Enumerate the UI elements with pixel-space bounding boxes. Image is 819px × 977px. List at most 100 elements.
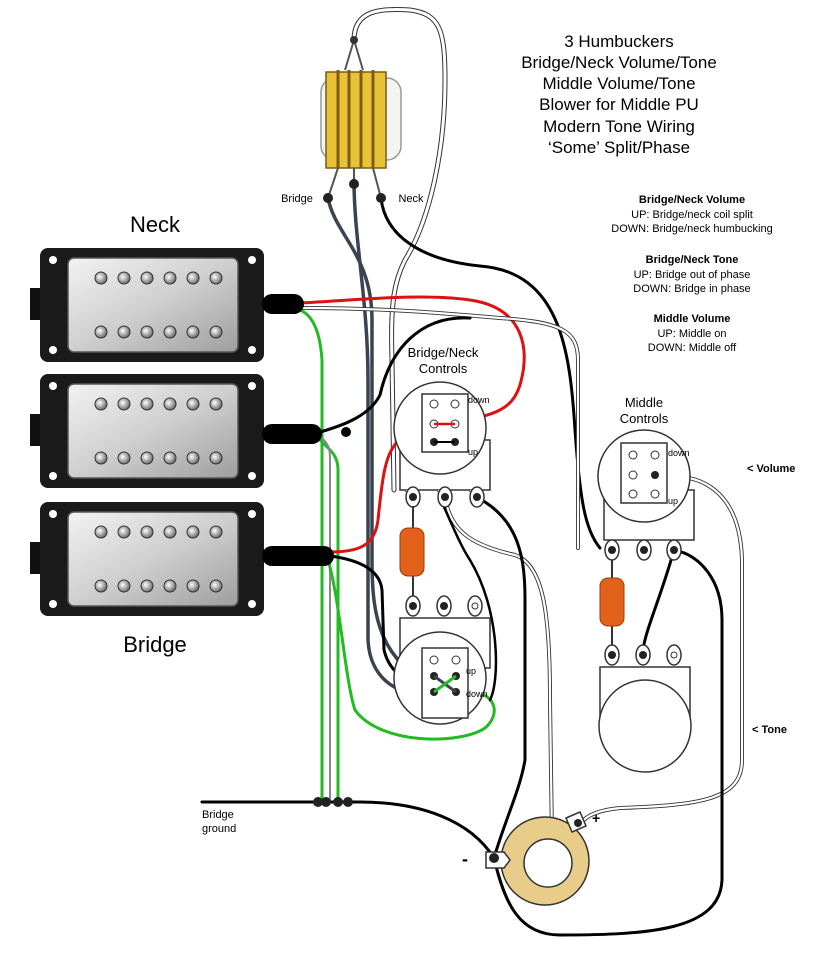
output-jack bbox=[485, 811, 590, 906]
bn-pot-black-down bbox=[438, 496, 498, 702]
pole-piece bbox=[209, 325, 223, 339]
pickup-screw bbox=[248, 346, 256, 354]
note-line-1a: UP: Bridge/neck coil split bbox=[631, 209, 753, 221]
pole-piece bbox=[140, 397, 154, 411]
pickup-cover bbox=[67, 257, 239, 353]
switch-neck-label: Neck bbox=[398, 193, 424, 205]
pole-piece bbox=[186, 271, 200, 285]
mid-vol-up-label: up bbox=[668, 496, 678, 506]
pole-piece bbox=[186, 579, 200, 593]
note-line-2b: DOWN: Bridge in phase bbox=[633, 283, 750, 295]
bluegray-wire-switch-bridge bbox=[326, 196, 440, 692]
pickup-screw bbox=[49, 256, 57, 264]
pickup-screw bbox=[49, 600, 57, 608]
mid-vol-switch-block bbox=[620, 442, 668, 504]
mid-vol-down-label: down bbox=[668, 448, 690, 458]
title-line-4: Blower for Middle PU bbox=[539, 95, 699, 114]
bridge-pickup-label: Bridge bbox=[123, 632, 187, 657]
pole-piece bbox=[163, 397, 177, 411]
note-line-3a: UP: Middle on bbox=[657, 328, 726, 340]
mid-vol-pot-terminals bbox=[604, 539, 682, 561]
pole-piece bbox=[140, 271, 154, 285]
notes-block: Bridge/Neck Volume UP: Bridge/neck coil … bbox=[611, 194, 772, 354]
pole-piece bbox=[94, 451, 108, 465]
title-line-2: Bridge/Neck Volume/Tone bbox=[521, 53, 717, 72]
pole-piece bbox=[117, 397, 131, 411]
neck-pickup-label: Neck bbox=[130, 212, 181, 237]
middle-tone-pot bbox=[598, 644, 692, 773]
pickup-screw bbox=[248, 382, 256, 390]
pickup-screw bbox=[49, 472, 57, 480]
middle-humbucker bbox=[30, 374, 264, 488]
pole-piece bbox=[163, 579, 177, 593]
middle-pickup-white-wire bbox=[319, 435, 331, 801]
switch-body bbox=[325, 71, 387, 169]
middle-controls-label-1: Middle bbox=[625, 395, 663, 410]
neck-cable-head bbox=[262, 294, 304, 314]
pole-piece bbox=[94, 325, 108, 339]
pole-piece bbox=[140, 451, 154, 465]
jack-sleeve-solder bbox=[489, 853, 499, 863]
mid-tone-pot-body bbox=[598, 679, 692, 773]
title-line-1: 3 Humbuckers bbox=[564, 32, 674, 51]
jack-minus-label: - bbox=[462, 849, 468, 869]
white-wire-switch-loop-inner bbox=[352, 7, 447, 492]
pickup-cover bbox=[67, 383, 239, 479]
middle-cable-solder bbox=[341, 427, 351, 437]
bn-vol-lug-1 bbox=[429, 399, 439, 409]
jack-plus-label: + bbox=[592, 810, 600, 826]
pole-piece bbox=[186, 451, 200, 465]
pickup-screw bbox=[49, 346, 57, 354]
bn-tone-down-label: down bbox=[466, 689, 488, 699]
pole-piece bbox=[186, 397, 200, 411]
black-wire-neck-output bbox=[379, 196, 602, 550]
pickup-cover bbox=[67, 511, 239, 607]
neck-humbucker bbox=[30, 248, 264, 362]
title-line-5: Modern Tone Wiring bbox=[543, 117, 695, 136]
pickup-screw bbox=[49, 510, 57, 518]
pole-piece bbox=[209, 525, 223, 539]
note-heading-1: Bridge/Neck Volume bbox=[639, 194, 745, 206]
mid-cap-body bbox=[599, 577, 625, 627]
bridge-neck-tone-pot: up down bbox=[393, 595, 491, 725]
pickup-screw bbox=[248, 472, 256, 480]
pole-piece bbox=[94, 525, 108, 539]
pole-piece bbox=[140, 525, 154, 539]
jack-tip-solder bbox=[574, 819, 582, 827]
pole-piece bbox=[94, 271, 108, 285]
bn-tone-capacitor bbox=[399, 506, 425, 604]
ground-solder-points bbox=[313, 797, 353, 807]
pole-piece bbox=[117, 451, 131, 465]
middle-pickup-green-wire bbox=[318, 438, 340, 802]
mid-vol-white-to-jack-inner bbox=[578, 475, 744, 827]
bridge-pickup-green-wire bbox=[326, 558, 496, 741]
tone-side-label: < Tone bbox=[752, 724, 787, 736]
middle-tone-capacitor bbox=[599, 560, 625, 654]
bn-tone-up-label: up bbox=[466, 666, 476, 676]
note-line-3b: DOWN: Middle off bbox=[648, 342, 737, 354]
pickup-screw bbox=[248, 510, 256, 518]
pole-piece bbox=[209, 451, 223, 465]
neck-pickup-green-wire bbox=[298, 308, 324, 802]
title-block: 3 Humbuckers Bridge/Neck Volume/Tone Mid… bbox=[521, 32, 717, 157]
pickups bbox=[30, 248, 264, 616]
pole-piece bbox=[186, 325, 200, 339]
mid-tone-pot-terminals bbox=[604, 644, 682, 666]
pole-piece bbox=[94, 397, 108, 411]
bridge-humbucker bbox=[30, 502, 264, 616]
middle-controls-label-2: Controls bbox=[620, 411, 669, 426]
pole-piece bbox=[117, 271, 131, 285]
ground-label-2: ground bbox=[202, 823, 236, 835]
pole-piece bbox=[186, 525, 200, 539]
middle-pickup-black-wire bbox=[318, 316, 472, 434]
title-line-3: Middle Volume/Tone bbox=[542, 74, 695, 93]
pole-piece bbox=[117, 325, 131, 339]
bridge-neck-controls-label-1: Bridge/Neck bbox=[408, 345, 479, 360]
neck-pickup-white-wire-inner bbox=[298, 306, 580, 550]
pole-piece bbox=[163, 525, 177, 539]
switch-solder-neck bbox=[376, 193, 386, 203]
bn-tone-pot-terminals bbox=[405, 595, 483, 617]
pole-piece bbox=[117, 579, 131, 593]
pole-piece bbox=[163, 451, 177, 465]
pole-piece bbox=[163, 271, 177, 285]
